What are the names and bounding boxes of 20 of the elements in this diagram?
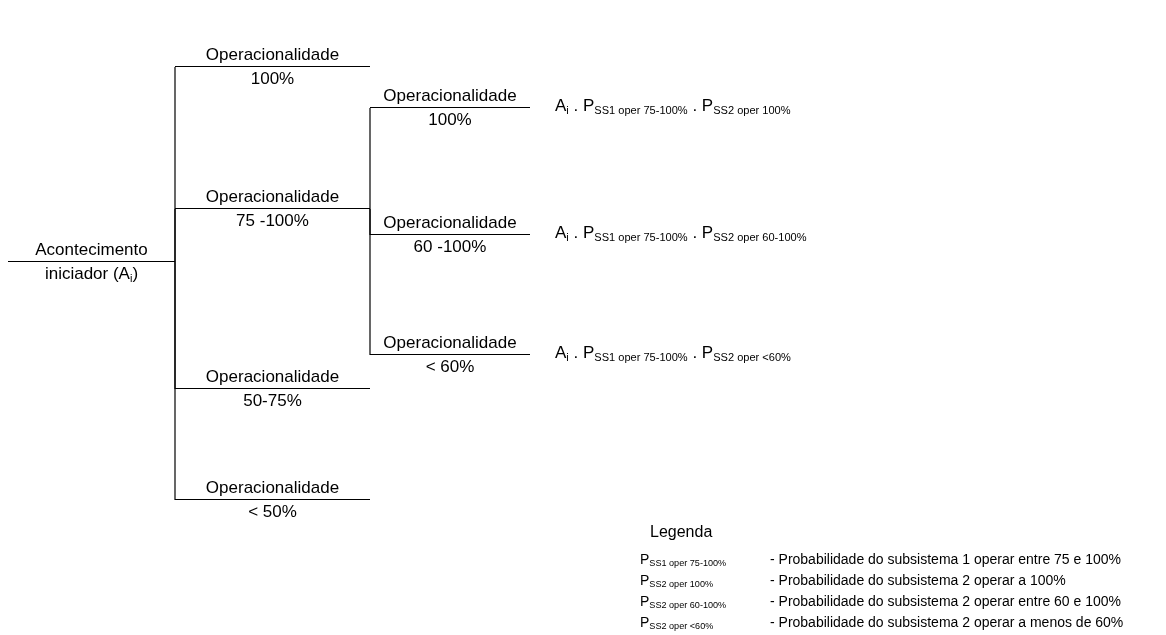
outcome-expression: A$_{i}$ . P$_{SS1 oper 75-100%}$ . P$_{SS2 oper 100%}$ [555,96,791,116]
legend-symbol: P$_{SS2 oper 60-100%}$ [640,592,727,611]
legend-symbol: P$_{SS1 oper 75-100%}$ [640,550,727,569]
branch-label: Operacionalidade 60 -100% [382,212,518,258]
branch-label: Acontecimento iniciador (A$_{i}$) [34,239,149,286]
legend-title: Legenda [650,522,713,542]
branch-label: Operacionalidade 75 -100% [204,186,341,232]
legend-symbol: P$_{SS2 oper 100%}$ [640,571,714,590]
branch-label: Operacionalidade 100% [382,85,518,131]
legend-symbol: P$_{SS2 oper <60%}$ [640,613,714,632]
legend-description: - Probabilidade do subsistema 1 operar entre 75 e 100% [770,550,1121,569]
branch-label: Operacionalidade 100% [204,44,341,90]
branch-label: Operacionalidade < 50% [204,477,341,523]
outcome-expression: A$_{i}$ . P$_{SS1 oper 75-100%}$ . P$_{SS2 oper 60-100%}$ [555,223,807,243]
legend-description: - Probabilidade do subsistema 2 operar entre 60 e 100% [770,592,1121,611]
legend-description: - Probabilidade do subsistema 2 operar a 100% [770,571,1066,590]
branch-label: Operacionalidade 50-75% [204,366,341,412]
legend-description: - Probabilidade do subsistema 2 operar a menos de 60% [770,613,1124,632]
branch-label: Operacionalidade < 60% [382,332,518,378]
outcome-expression: A$_{i}$ . P$_{SS1 oper 75-100%}$ . P$_{SS2 oper <60%}$ [555,343,791,363]
